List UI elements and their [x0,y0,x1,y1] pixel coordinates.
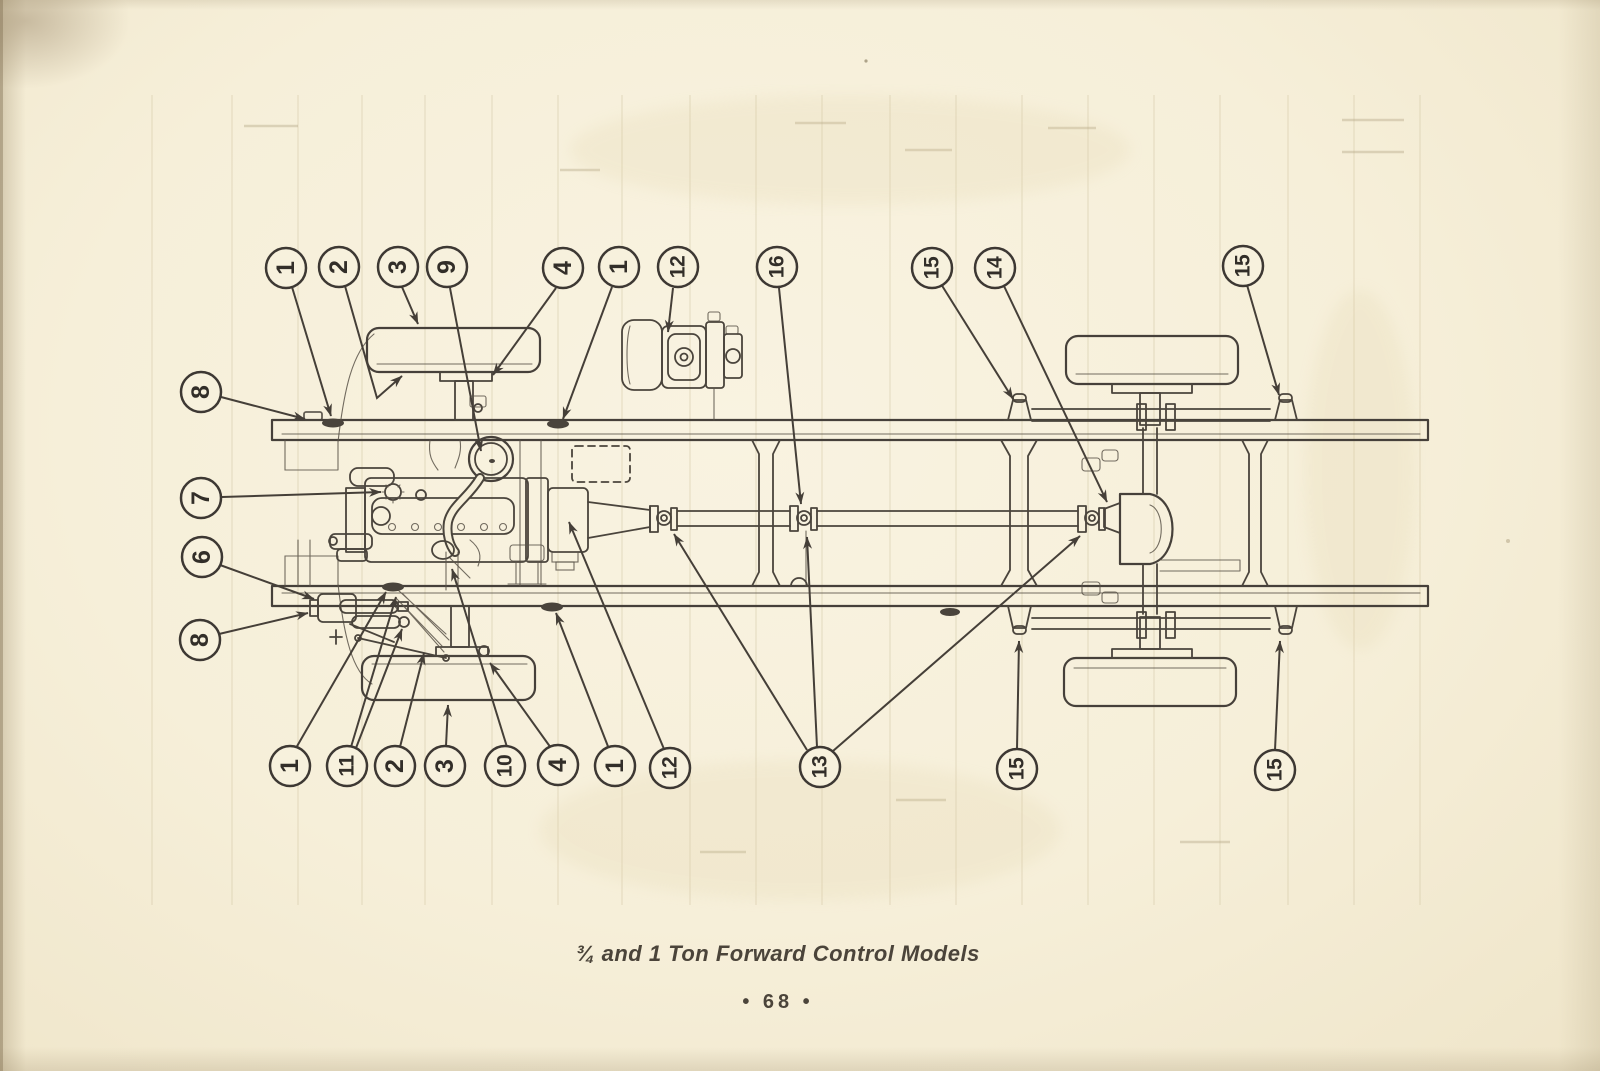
callout-bottom-12: 12 [648,746,692,790]
front-wheel-bottom [360,605,537,702]
svg-text:15: 15 [1006,757,1029,780]
svg-text:14: 14 [984,256,1007,279]
svg-text:12: 12 [667,256,690,278]
spring-hanger-rear-bottom [1269,605,1303,635]
front-wheel-top [365,326,542,421]
callout-top-15b: 15 [1221,244,1265,288]
callout-left-8a: 8 [179,370,223,414]
callouts: 1 2 3 9 4 1 12 16 15 14 15 8 7 6 8 1 11 … [178,244,1297,792]
svg-text:12: 12 [659,757,682,779]
callout-top-2: 2 [317,245,361,289]
callout-top-12: 12 [656,245,700,289]
svg-text:6: 6 [188,550,216,564]
callout-top-9: 9 [425,245,469,289]
callout-top-4: 4 [541,246,585,290]
callout-top-3: 3 [376,245,420,289]
svg-text:16: 16 [766,256,789,278]
svg-text:11: 11 [336,755,359,777]
rear-axle [1081,427,1241,615]
svg-text:15: 15 [1264,758,1287,781]
air-cleaner [467,435,515,483]
driveline [649,505,1106,587]
dashed-reservoir-outline [571,445,631,483]
svg-text:15: 15 [921,256,944,279]
callout-bottom-3: 3 [423,744,467,788]
spring-hanger-front-top [1003,393,1037,421]
spring-hanger-front-bottom [1003,605,1037,635]
callout-top-15a: 15 [910,246,954,290]
steering-gear [309,589,450,662]
callout-left-6: 6 [180,535,224,579]
svg-text:3: 3 [384,260,412,274]
u-joint-rear [1077,505,1106,533]
svg-text:1: 1 [601,759,629,773]
u-joint-front [649,505,678,533]
transmission [525,477,651,571]
callout-bottom-1b: 1 [593,744,637,788]
callout-left-8b: 8 [178,618,222,662]
svg-text:13: 13 [809,756,832,778]
figure-caption: ¾ and 1 Ton Forward Control Models [576,941,980,966]
svg-text:2: 2 [381,759,409,773]
svg-text:9: 9 [433,260,461,274]
svg-text:2: 2 [325,260,353,274]
svg-text:3: 3 [431,759,459,773]
callout-bottom-4: 4 [536,743,580,787]
callout-top-1: 1 [264,246,308,290]
callout-top-1b: 1 [597,245,641,289]
callout-left-7: 7 [179,476,223,520]
rear-springs [1003,393,1303,639]
callout-bottom-15a: 15 [995,747,1039,791]
pedal-bracket [445,544,547,591]
callout-bottom-10: 10 [483,744,527,788]
page-number: • 68 • [742,991,814,1013]
svg-text:15: 15 [1232,254,1255,277]
fuel-pump [381,480,405,504]
svg-text:7: 7 [187,491,215,505]
callout-top-16: 16 [755,245,799,289]
chassis-drawing [270,311,1430,708]
rear-wheel-top [1064,334,1240,426]
rear-wheel-bottom [1062,616,1238,708]
svg-text:4: 4 [549,261,577,275]
callout-bottom-2: 2 [373,744,417,788]
callout-bottom-13: 13 [798,745,842,789]
svg-text:8: 8 [186,633,214,647]
callout-bottom-1: 1 [268,744,312,788]
svg-text:4: 4 [544,758,572,772]
page-bleedthrough-ghost [151,59,1510,905]
callout-bottom-15b: 15 [1253,748,1297,792]
u-joint-center [789,505,818,587]
spring-hanger-rear-top [1269,393,1303,421]
callout-leader-lines [218,283,1284,752]
spring-bolt-pads [322,418,960,616]
svg-text:1: 1 [276,759,304,773]
svg-text:1: 1 [272,261,300,275]
crossmembers [519,439,1269,587]
brake-unit [621,311,743,421]
svg-text:1: 1 [605,260,633,274]
svg-text:8: 8 [187,385,215,399]
engine [328,435,529,579]
callout-top-14: 14 [973,246,1017,290]
callout-bottom-11: 11 [325,744,369,788]
svg-text:10: 10 [494,755,517,777]
frame-rails [270,418,1430,608]
